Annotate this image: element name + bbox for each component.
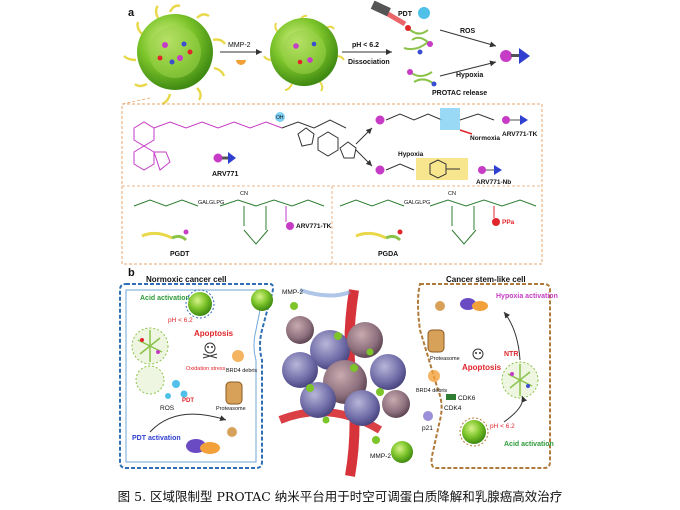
left-ros: ROS: [160, 405, 175, 412]
skull-icon-right: [472, 348, 484, 360]
ros-label: ROS: [460, 28, 476, 35]
right-cdk6: CDK6: [458, 395, 476, 402]
pdt-laser-icon: [370, 0, 407, 27]
nanoparticle-dePEG: [263, 14, 345, 92]
mmp2-top-label: MMP-2: [282, 289, 303, 296]
arv771-label: ARV771: [212, 171, 238, 178]
right-ternary-complex: [435, 298, 488, 311]
left-ros-burst: [135, 365, 188, 399]
pgdt-polymer: [133, 199, 325, 245]
ros-icon: [418, 7, 430, 19]
figure-5: a MMP-2 pH < 6.2 Dissociation: [119, 0, 558, 477]
right-ntr: NTR: [504, 351, 518, 358]
pgdt-icon: [141, 229, 189, 242]
right-disassembly-cluster: [501, 361, 539, 399]
arv771-tk-label: ARV771-TK: [502, 131, 538, 138]
mmp2-nanoparticle-top: [251, 289, 298, 311]
left-proteasome: Proteasome: [216, 406, 246, 412]
right-cdk4: CDK4: [444, 405, 462, 412]
right-apoptosis: Apoptosis: [462, 363, 502, 372]
pgdt-arv771-tk-label: ARV771-TK: [296, 223, 332, 230]
arv771-nb-structure: [375, 158, 502, 180]
peg-left-label: GALGLPG: [198, 200, 224, 206]
left-nanoparticle-icon: [188, 292, 212, 316]
protac-released-icon: [500, 48, 530, 64]
polymer-bundle-bottom: [407, 69, 437, 87]
right-p21: p21: [422, 425, 433, 432]
mmp2-nanoparticle-bottom: [372, 436, 413, 463]
mmp2-label: MMP-2: [228, 42, 251, 49]
pgda-icon: [355, 229, 403, 242]
left-ph-label: pH < 6.2: [168, 317, 193, 324]
right-acid-activation: Acid activation: [504, 441, 554, 448]
stem-cell-outline: [417, 283, 551, 469]
left-apoptosis: Apoptosis: [194, 329, 234, 338]
normoxia-label: Normoxia: [470, 135, 500, 142]
mmp2-bottom-label: MMP-2: [370, 453, 391, 460]
normoxic-cell-title: Normoxic cancer cell: [146, 275, 226, 284]
left-brd4-debris: BRD4 debris: [226, 368, 257, 374]
oh-label: OH: [276, 115, 284, 121]
skull-icon-left: [202, 342, 218, 359]
p21-icon: [423, 411, 433, 421]
figure-caption: 图 5. 区域限制型 PROTAC 纳米平台用于时空可调蛋白质降解和乳腺癌高效治…: [117, 489, 563, 504]
hypoxia-label-top: Hypoxia: [456, 72, 483, 79]
mmp2-enzyme-icon: [236, 60, 246, 65]
dissociation-label: Dissociation: [348, 59, 390, 66]
brd4-debris-icon-right: [428, 370, 440, 382]
panel-b-label: b: [128, 267, 135, 279]
cdk-icon: [446, 394, 456, 400]
brd4-debris-icon-left: [232, 350, 244, 362]
ppa-label: PPa: [502, 219, 515, 226]
left-oxidation-stress: Oxidation stress: [186, 366, 226, 372]
right-nanoparticle-icon: [459, 417, 489, 447]
polymer-bundle-top: [403, 25, 433, 55]
arv771-tk-structure: [375, 108, 528, 130]
pgda-polymer: [339, 199, 537, 245]
panel-a-label: a: [128, 7, 135, 19]
arv771-nb-label: ARV771-Nb: [476, 179, 511, 186]
left-acid-activation: Acid activation: [140, 295, 190, 302]
left-ternary-complex: [186, 427, 237, 454]
right-ph-label: pH < 6.2: [490, 423, 515, 430]
left-disassembly-cluster: [131, 327, 169, 365]
cn-left-label: CN: [240, 191, 248, 197]
stem-cell-title: Cancer stem-like cell: [446, 275, 526, 284]
right-brd4-debris: BRD4 debris: [416, 388, 447, 394]
arv771-structure: [133, 119, 357, 171]
nanoparticle-with-corona: [123, 4, 226, 106]
protac-release-label: PROTAC release: [432, 90, 487, 97]
right-hypoxia-activation: Hypoxia activation: [496, 293, 558, 300]
pgdt-label: PGDT: [170, 251, 190, 258]
right-proteasome: Proteasome: [430, 356, 460, 362]
left-pdt-activation: PDT activation: [132, 435, 181, 442]
cn-right-label: CN: [448, 191, 456, 197]
left-pdt: PDT: [182, 398, 194, 404]
ph-label: pH < 6.2: [352, 42, 379, 49]
right-proteasome-icon: [427, 329, 445, 353]
arv771-icon: [213, 152, 236, 164]
oh-highlight: [275, 112, 285, 122]
peg-right-label: GALGLPG: [404, 200, 430, 206]
tumor-cluster: [278, 289, 410, 477]
pgda-label: PGDA: [378, 251, 398, 258]
hypoxia-label-chem: Hypoxia: [398, 151, 424, 158]
pdt-label: PDT: [398, 11, 413, 18]
left-proteasome-icon: [225, 381, 243, 405]
